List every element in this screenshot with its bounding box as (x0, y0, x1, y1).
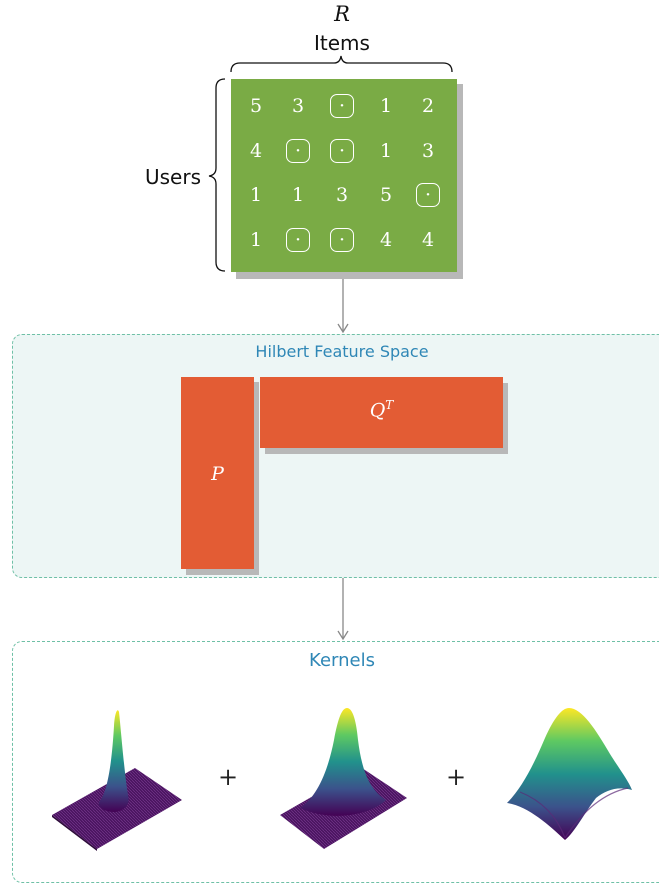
rating-cell: 1 (249, 229, 263, 251)
missing-rating-cell: · (327, 136, 357, 166)
kernels-title: Kernels (309, 650, 375, 671)
rating-cell: 1 (291, 184, 305, 206)
rating-cell: 5 (379, 184, 393, 206)
missing-rating-cell: · (283, 225, 313, 255)
plus-sign-2: + (446, 763, 466, 791)
rating-cell: 4 (379, 229, 393, 251)
transpose-superscript: T (385, 398, 394, 412)
plus-sign-1: + (218, 763, 238, 791)
hilbert-feature-space-panel (12, 334, 659, 578)
items-axis-label: Items (314, 31, 370, 55)
rating-cell: 3 (291, 95, 305, 117)
rating-cell: 2 (421, 95, 435, 117)
rating-cell: 1 (249, 184, 263, 206)
p-matrix-block (181, 377, 254, 569)
p-matrix-label: P (211, 463, 224, 485)
arrow-feature-space-to-kernels (337, 577, 349, 641)
rating-cell: 3 (335, 184, 349, 206)
matrix-symbol-r: R (334, 2, 350, 26)
q-transpose-block (260, 377, 503, 448)
items-brace (230, 55, 453, 73)
q-symbol: Q (369, 399, 386, 422)
missing-rating-cell: · (413, 180, 443, 210)
rating-cell: 1 (379, 95, 393, 117)
rating-cell: 5 (249, 95, 263, 117)
users-axis-label: Users (145, 165, 202, 189)
rating-cell: 3 (421, 140, 435, 162)
rating-cell: 1 (379, 140, 393, 162)
wide-peak-surface (507, 708, 632, 840)
rating-cell: 4 (421, 229, 435, 251)
missing-rating-cell: · (327, 225, 357, 255)
rating-cell: 4 (249, 140, 263, 162)
feature-space-title: Hilbert Feature Space (255, 342, 429, 361)
q-transpose-label: QT (260, 398, 503, 421)
users-brace (208, 78, 226, 272)
narrow-peak-surface (52, 710, 182, 851)
missing-rating-cell: · (327, 91, 357, 121)
arrow-matrix-to-feature-space (337, 279, 349, 334)
medium-peak-surface (280, 708, 407, 849)
rating-matrix: 5 3 · 1 2 4 · · 1 3 1 1 3 5 · 1 · · 4 4 (231, 79, 457, 272)
missing-rating-cell: · (283, 136, 313, 166)
